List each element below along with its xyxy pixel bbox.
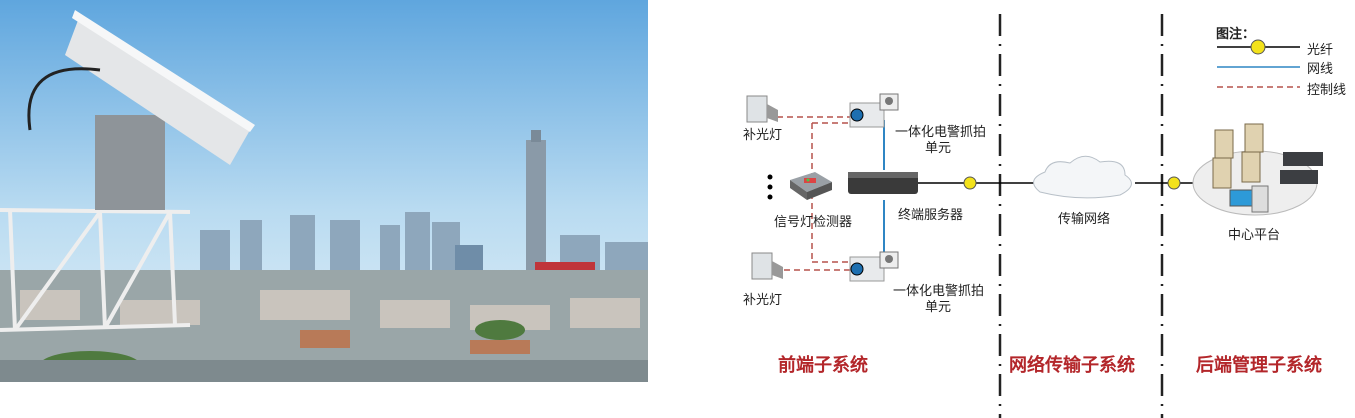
camera-label: 一体化电警抓拍 [895, 125, 987, 140]
fill-light-icon [746, 95, 778, 123]
ellipsis-dots-icon [767, 174, 773, 200]
surveillance-camera-city-photo [0, 0, 648, 382]
signal-detector-label: 信号灯检测器 [774, 215, 853, 230]
center-platform-icon [1192, 123, 1323, 216]
camera-icon [849, 251, 899, 282]
fill-light-label: 补光灯 [743, 128, 783, 143]
network-subsystem-title: 网络传输子系统 [1009, 355, 1135, 376]
backend-subsystem-title: 后端管理子系统 [1196, 355, 1322, 376]
camera-label-line2: 单元 [925, 300, 952, 315]
control-lines [777, 116, 850, 271]
legend-title: 图注： [1216, 27, 1256, 42]
center-platform-label: 中心平台 [1228, 228, 1281, 243]
legend-fiber: 光纤 [1307, 43, 1334, 58]
camera-label: 一体化电警抓拍 [893, 284, 985, 299]
fiber-connector-icon [963, 176, 1181, 190]
fill-light-label: 补光灯 [743, 293, 783, 308]
signal-detector-icon [790, 172, 832, 200]
legend-control-line: 控制线 [1307, 83, 1347, 98]
camera-label-line2: 单元 [925, 141, 952, 156]
network-cloud-icon [1033, 155, 1132, 199]
fill-light-icon [751, 252, 783, 280]
terminal-server-icon [848, 172, 918, 194]
terminal-server-label: 终端服务器 [898, 208, 964, 223]
legend [1217, 39, 1300, 88]
frontend-subsystem-title: 前端子系统 [778, 355, 868, 376]
transmission-network-label: 传输网络 [1058, 212, 1111, 227]
legend-network-cable: 网线 [1307, 62, 1334, 77]
camera-icon [849, 93, 899, 128]
